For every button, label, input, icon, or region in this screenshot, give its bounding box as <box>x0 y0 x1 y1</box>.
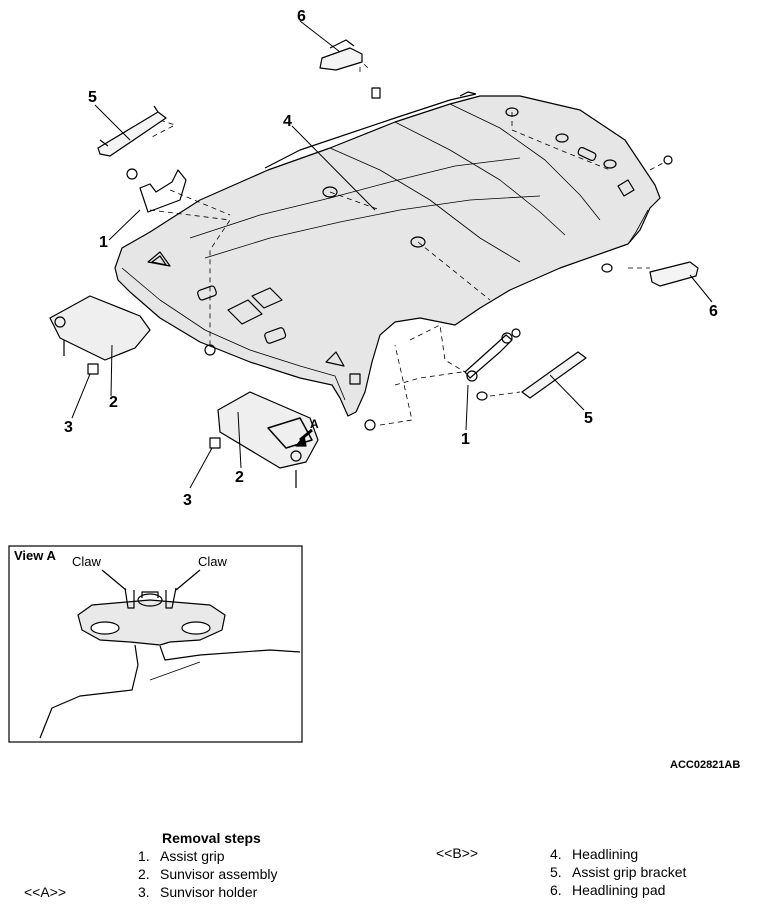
headlining-pad-right <box>601 261 699 287</box>
removal-step-6: 6. Headlining pad <box>550 882 665 898</box>
headlining-outline <box>114 95 661 417</box>
removal-step-3: 3. Sunvisor holder <box>138 884 257 900</box>
callout-2-mid: 2 <box>235 469 244 486</box>
assist-grip-left <box>126 168 187 213</box>
step-1-text: Assist grip <box>160 848 225 864</box>
step-4-text: Headlining <box>572 846 639 862</box>
step-6-number: 6. <box>550 882 562 898</box>
callout-2-left: 2 <box>109 394 118 411</box>
view-a-inset: View A Claw Claw <box>8 545 303 743</box>
step-3-text: Sunvisor holder <box>160 884 258 900</box>
callout-1-left: 1 <box>99 234 108 251</box>
step-6-text: Headlining pad <box>572 882 666 898</box>
removal-step-1: 1. Assist grip <box>138 848 225 864</box>
callout-3-mid: 3 <box>183 492 192 509</box>
step-5-text: Assist grip bracket <box>572 864 687 880</box>
callout-1-right: 1 <box>461 431 470 448</box>
claw-label-left: Claw <box>72 554 102 569</box>
callout-4: 4 <box>283 113 292 130</box>
figure-code: ACC02821AB <box>670 759 741 771</box>
sunvisor-assembly-left <box>49 295 151 375</box>
view-a-title: View A <box>14 548 57 563</box>
tag-b: <<B>> <box>436 845 479 861</box>
callout-5-right: 5 <box>584 410 593 427</box>
claw-label-right: Claw <box>198 554 228 569</box>
removal-step-4: 4. Headlining <box>550 846 638 862</box>
assist-grip-bracket-left <box>97 105 167 157</box>
step-5-number: 5. <box>550 864 562 880</box>
removal-step-2: 2. Sunvisor assembly <box>138 866 278 882</box>
headlining-exploded-diagram: 6 5 4 1 2 3 6 5 1 2 3 A View A Claw Claw <box>8 8 718 743</box>
assist-grip-bracket-right <box>476 351 587 401</box>
step-3-number: 3. <box>138 884 150 900</box>
callout-5-left: 5 <box>88 89 97 106</box>
step-2-number: 2. <box>138 866 150 882</box>
callout-6-top: 6 <box>297 8 306 25</box>
step-1-number: 1. <box>138 848 150 864</box>
removal-steps-title: Removal steps <box>162 830 261 846</box>
removal-step-5: 5. Assist grip bracket <box>550 864 686 880</box>
assist-grip-right <box>464 332 513 382</box>
step-2-text: Sunvisor assembly <box>160 866 278 882</box>
tag-a: <<A>> <box>24 884 67 900</box>
headlining-pad-top <box>319 39 381 99</box>
sunvisor-assembly-right <box>209 391 319 488</box>
step-4-number: 4. <box>550 846 562 862</box>
callout-6-right: 6 <box>709 303 718 320</box>
callout-3-left: 3 <box>64 419 73 436</box>
callout-a-arrow: A <box>310 417 319 431</box>
